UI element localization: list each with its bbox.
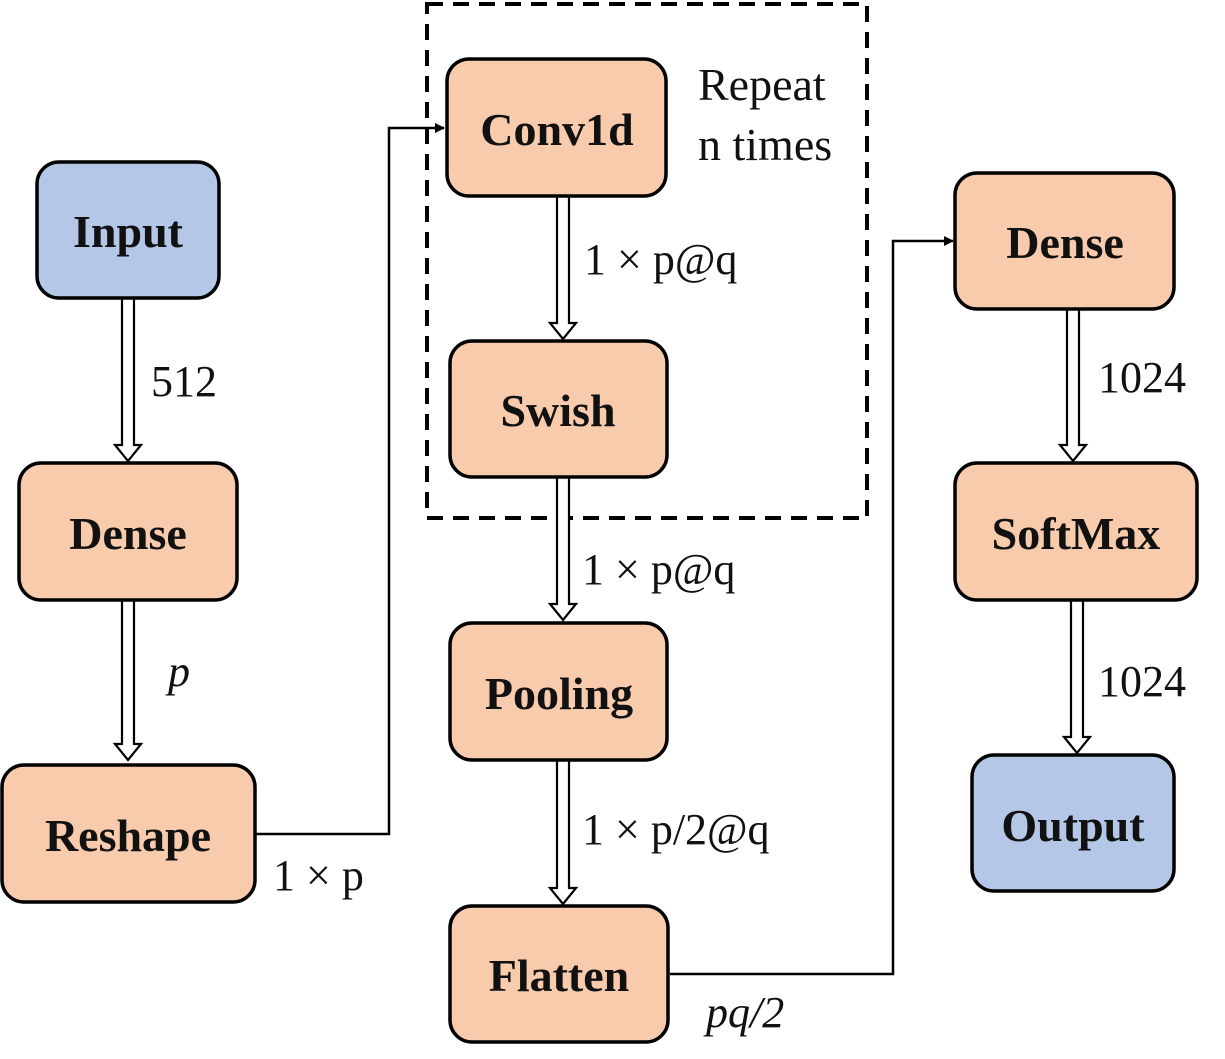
dense-right-node: Dense — [953, 171, 1176, 311]
edge-label-dense-reshape: p — [165, 647, 190, 696]
swish-node: Swish — [448, 339, 669, 479]
flatten-node: Flatten — [448, 904, 670, 1044]
reshape-node: Reshape — [0, 763, 257, 904]
edge-label-swish-pooling: 1 × p@q — [582, 545, 735, 594]
conv1d-node: Conv1d — [445, 57, 668, 198]
dense-left-node-label: Dense — [69, 508, 187, 559]
arrow-dense-reshape — [112, 601, 144, 762]
connector-flatten-dense — [670, 236, 954, 976]
repeat-note-line1: Repeat — [698, 59, 826, 110]
pooling-node-label: Pooling — [485, 668, 633, 719]
swish-node-label: Swish — [500, 385, 615, 436]
conv1d-node-label: Conv1d — [480, 104, 634, 155]
input-node: Input — [35, 160, 221, 300]
reshape-node-label: Reshape — [45, 810, 211, 861]
dense-right-node-label: Dense — [1006, 217, 1124, 268]
connector-reshape-conv1d — [256, 123, 445, 836]
edge-label-conv-swish: 1 × p@q — [584, 235, 737, 284]
edge-label-flatten-dense: pq/2 — [703, 988, 784, 1037]
repeat-region — [425, 2, 869, 520]
output-node-label: Output — [1001, 800, 1145, 851]
arrow-conv1d-swish — [547, 197, 579, 341]
edge-label-reshape-conv: 1 × p — [273, 851, 364, 900]
edge-label-dense-softmax: 1024 — [1098, 353, 1186, 402]
edge-label-input-dense: 512 — [151, 357, 217, 406]
edge-label-pooling-flatten: 1 × p/2@q — [582, 805, 770, 854]
softmax-node-label: SoftMax — [992, 508, 1161, 559]
arrow-dense-softmax — [1057, 310, 1089, 463]
edge-label-softmax-output: 1024 — [1098, 657, 1186, 706]
dense-left-node: Dense — [17, 461, 239, 602]
arrow-pooling-flatten — [547, 761, 579, 906]
repeat-note-line2: n times — [698, 119, 832, 170]
arrow-swish-pooling — [547, 478, 579, 622]
output-node: Output — [970, 753, 1176, 893]
arrow-softmax-output — [1061, 601, 1093, 755]
flatten-node-label: Flatten — [489, 950, 630, 1001]
pooling-node: Pooling — [448, 621, 669, 762]
arrow-input-dense — [112, 299, 144, 463]
input-node-label: Input — [73, 206, 184, 257]
softmax-node: SoftMax — [953, 461, 1199, 602]
